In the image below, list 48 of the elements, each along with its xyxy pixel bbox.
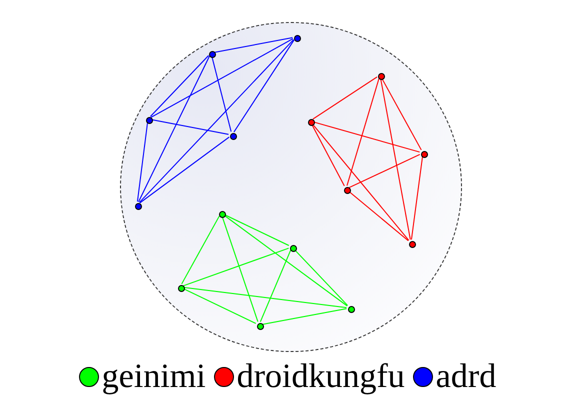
legend-label: geinimi: [102, 358, 206, 396]
graph-edge: [381, 78, 422, 150]
graph-edge: [150, 38, 294, 118]
graph-vertex: [294, 34, 300, 42]
graph-vertex: [146, 116, 152, 124]
graph-vertex: [256, 322, 264, 330]
graph-edge: [262, 308, 348, 325]
graph-vertex: [134, 202, 142, 210]
graph-vertex: [408, 240, 416, 248]
graph-edge: [348, 190, 409, 242]
graph-edge: [311, 124, 345, 186]
graph-edge: [346, 78, 380, 186]
graph-vertex: [218, 210, 226, 218]
legend-label: adrd: [436, 358, 496, 396]
graph-edge: [182, 288, 256, 324]
graph-edge: [182, 248, 290, 286]
graph-vertex: [348, 306, 354, 312]
graph-edge: [211, 56, 232, 132]
graph-vertex: [290, 244, 296, 252]
graph-vertex: [230, 132, 236, 140]
graph-vertex: [378, 72, 384, 80]
graph-edge: [181, 216, 220, 284]
graph-edge: [214, 37, 294, 53]
graph-edge: [410, 156, 424, 240]
graph-edge: [150, 119, 230, 135]
graph-edge: [150, 55, 210, 117]
graph-edge: [223, 214, 348, 306]
graph-vertex: [308, 118, 314, 126]
graph-vertex: [208, 50, 216, 58]
graph-edge: [224, 214, 290, 246]
graph-vertex: [344, 186, 350, 194]
graph-edge: [312, 123, 410, 241]
legend-label: droidkungfu: [236, 358, 405, 396]
graph-edge: [222, 216, 258, 322]
graph-edge: [312, 121, 420, 153]
graph-vertex: [178, 284, 184, 292]
graph-edge: [260, 250, 292, 322]
graph-edge: [348, 154, 420, 188]
graph-edge: [312, 76, 378, 120]
graph-edge: [294, 249, 348, 306]
graph-edge: [233, 39, 295, 133]
graph-edge: [182, 286, 348, 308]
graph-edge: [139, 136, 230, 204]
graph-edge: [138, 39, 294, 203]
graph-edge: [138, 56, 210, 202]
graph-edge: [136, 122, 148, 202]
graph-vertex: [420, 150, 428, 158]
graph-edge: [380, 78, 411, 240]
